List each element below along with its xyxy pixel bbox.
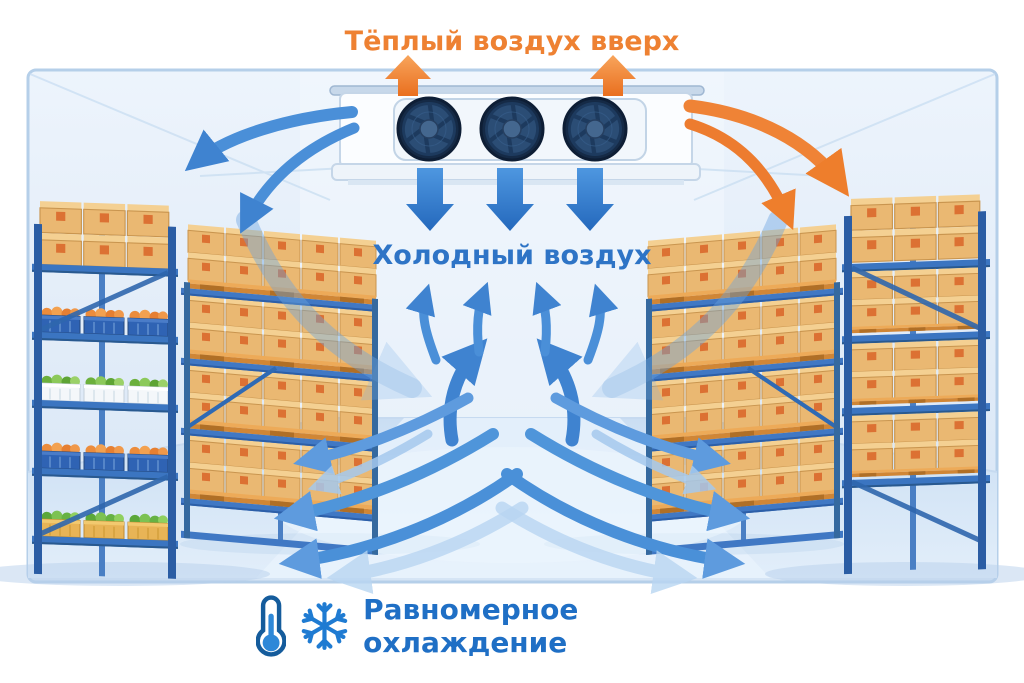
air-circulation-left: [236, 210, 529, 594]
fan-icon: [562, 96, 628, 162]
fan-icon: [396, 96, 462, 162]
cold-air-label: Холодный воздух: [372, 240, 652, 271]
cold-air-down-arrows: [406, 168, 614, 231]
fan-icon: [479, 96, 545, 162]
caption-row: Равномерное охлаждение: [256, 592, 768, 660]
warm-air-label: Тёплый воздух вверх: [344, 26, 680, 57]
storage-rack-mid-left: [181, 224, 378, 555]
caption-label: Равномерное охлаждение: [363, 593, 579, 659]
storage-rack-far-right: [842, 194, 990, 575]
air-circulation-right: [495, 210, 788, 594]
cooler-side-arrows: [184, 99, 850, 234]
storage-rack-far-left: [32, 201, 178, 579]
warm-air-up-arrows: [385, 55, 636, 96]
thermometer-icon: [256, 595, 287, 657]
snowflake-icon: [301, 602, 348, 650]
